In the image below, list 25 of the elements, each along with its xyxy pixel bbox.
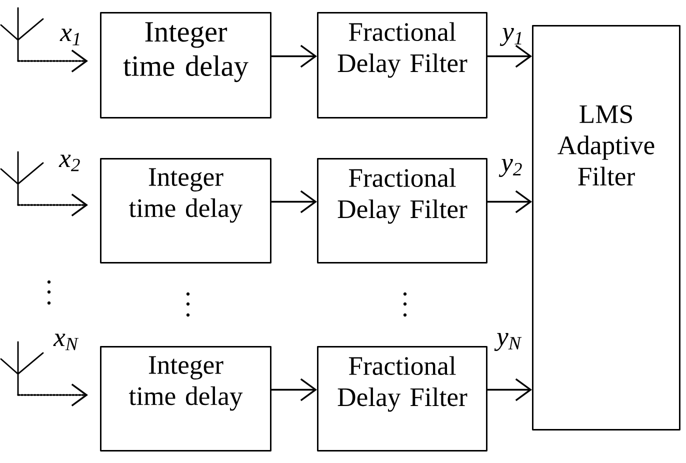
antenna-symbol (0, 7, 44, 62)
antenna-symbol (0, 341, 44, 396)
process-box: Integer time delay (100, 12, 272, 118)
arrow (486, 378, 532, 402)
arrow (486, 190, 532, 214)
process-box: Fractional Delay Filter (317, 346, 488, 452)
process-box: LMS Adaptive Filter (532, 25, 680, 430)
edge-label: y$_{2}$ (498, 159, 522, 177)
arrow (486, 44, 532, 68)
dotted-arrow (17, 194, 88, 216)
dotted-arrow (17, 50, 88, 72)
edge-label: x$_{1}$ (60, 28, 80, 46)
antenna-symbol (0, 151, 44, 206)
edge-label: y$_{1}$ (500, 28, 522, 46)
arrow (270, 44, 317, 68)
dotted-arrow (17, 384, 88, 406)
process-box: Fractional Delay Filter (317, 12, 488, 118)
arrow (270, 378, 317, 402)
process-box: Integer time delay (100, 158, 272, 264)
process-box: Fractional Delay Filter (317, 158, 488, 264)
process-box: Integer time delay (100, 346, 272, 452)
arrow (270, 190, 317, 214)
edge-label: y$_{N}$ (494, 333, 522, 351)
edge-label: x$_{2}$ (58, 154, 80, 172)
edge-label: x$_{N}$ (53, 334, 79, 350)
